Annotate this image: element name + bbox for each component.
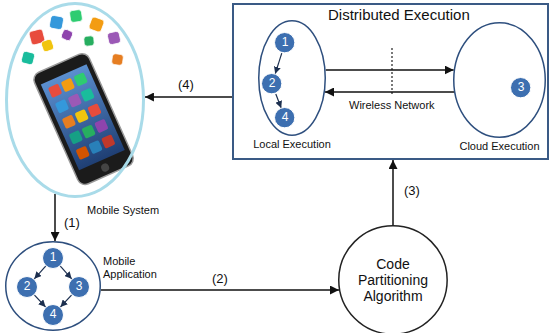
- connector: [326, 69, 454, 71]
- phone-picture: [21, 9, 136, 187]
- connector: [392, 160, 394, 225]
- ellipse-border: [69, 277, 90, 298]
- app-icon: [81, 124, 96, 139]
- algorithm-circle: Code Partitioning Algorithm: [338, 225, 448, 333]
- ellipse-border: [511, 78, 531, 98]
- step-circle: 1: [274, 32, 295, 53]
- node-text: 3: [76, 280, 83, 294]
- node-text: 4: [282, 111, 289, 125]
- app-icon: [107, 31, 121, 45]
- node-text: 1: [282, 36, 289, 50]
- node-text: 4: [50, 308, 57, 322]
- app-icon: [74, 109, 89, 124]
- step-circle: 2: [16, 276, 38, 298]
- node-label: Local Execution: [244, 138, 340, 151]
- step-circle: 4: [274, 107, 295, 128]
- app-icon: [48, 83, 63, 98]
- phone-screen: [41, 64, 125, 170]
- ellipse-border: [454, 23, 546, 138]
- step-circle: 1: [42, 247, 64, 269]
- application-graph: 1234Mobile Application: [5, 241, 101, 331]
- connector: [60, 266, 71, 279]
- node-text: 1: [50, 251, 57, 265]
- app-icon: [84, 36, 95, 47]
- node-text: Code Partitioning Algorithm: [347, 256, 439, 304]
- node-outline: [453, 22, 546, 138]
- step-number: (3): [402, 184, 422, 198]
- phone-body: [31, 51, 135, 187]
- node-text: 2: [24, 280, 31, 294]
- step-circle: 4: [42, 304, 64, 326]
- ellipse-border: [259, 21, 326, 136]
- step-number: (4): [176, 78, 196, 92]
- connector: [34, 266, 45, 279]
- node-outline: [5, 2, 145, 198]
- ellipse-border: [275, 33, 295, 53]
- ellipse-border: [7, 4, 144, 197]
- connector: [145, 96, 232, 98]
- app-icon: [62, 115, 77, 130]
- ellipse-border: [17, 277, 38, 298]
- ellipse-border: [6, 242, 101, 331]
- execution-panel: 124Local Execution3Cloud ExecutionDistri…: [232, 3, 549, 160]
- node-label: Cloud Execution: [452, 140, 548, 153]
- node-text: 2: [269, 77, 276, 91]
- app-icon: [61, 78, 76, 93]
- app-icon: [68, 93, 83, 108]
- node-label: Distributed Execution: [328, 6, 470, 23]
- step-circle: 3: [68, 276, 90, 298]
- node-label: Mobile Application: [103, 255, 167, 280]
- app-icon: [87, 103, 102, 118]
- connector: [276, 94, 281, 108]
- app-icon: [55, 99, 70, 114]
- step-circle: 3: [510, 77, 531, 98]
- ellipse-border: [275, 108, 295, 128]
- app-icon: [21, 51, 36, 66]
- step-circle: 2: [261, 73, 282, 94]
- app-icon: [73, 72, 88, 87]
- ellipse-border: [43, 305, 64, 326]
- app-icon: [49, 15, 64, 30]
- app-icon: [88, 140, 103, 155]
- step-number: (1): [62, 216, 82, 230]
- app-icon: [75, 146, 90, 161]
- ellipse-border: [262, 74, 282, 94]
- connector: [325, 91, 454, 93]
- app-icon: [80, 88, 95, 103]
- connector: [60, 295, 71, 307]
- app-icon: [88, 16, 105, 33]
- cloud-region: 3Cloud Execution: [453, 22, 546, 138]
- connector: [275, 53, 282, 74]
- app-icon: [69, 9, 83, 23]
- app-icon: [94, 119, 109, 134]
- app-icon: [69, 130, 84, 145]
- step-number: (2): [210, 272, 230, 286]
- app-icon: [40, 38, 54, 52]
- connector: [101, 289, 339, 291]
- ellipse-border: [43, 248, 64, 269]
- network-label: Wireless Network: [347, 99, 437, 111]
- app-icon: [101, 134, 116, 149]
- panel-border: [233, 4, 548, 159]
- network-divider: [391, 48, 392, 96]
- app-icon: [111, 53, 123, 65]
- local-region: 124Local Execution: [258, 20, 326, 136]
- ellipse-border: [339, 226, 447, 333]
- node-text: 3: [518, 81, 525, 95]
- connector: [34, 295, 45, 307]
- app-icon: [60, 28, 73, 41]
- mobile-system: Mobile System: [5, 2, 145, 198]
- connector: [54, 194, 56, 241]
- phone-button: [100, 162, 111, 173]
- node-label: Mobile System: [87, 204, 159, 217]
